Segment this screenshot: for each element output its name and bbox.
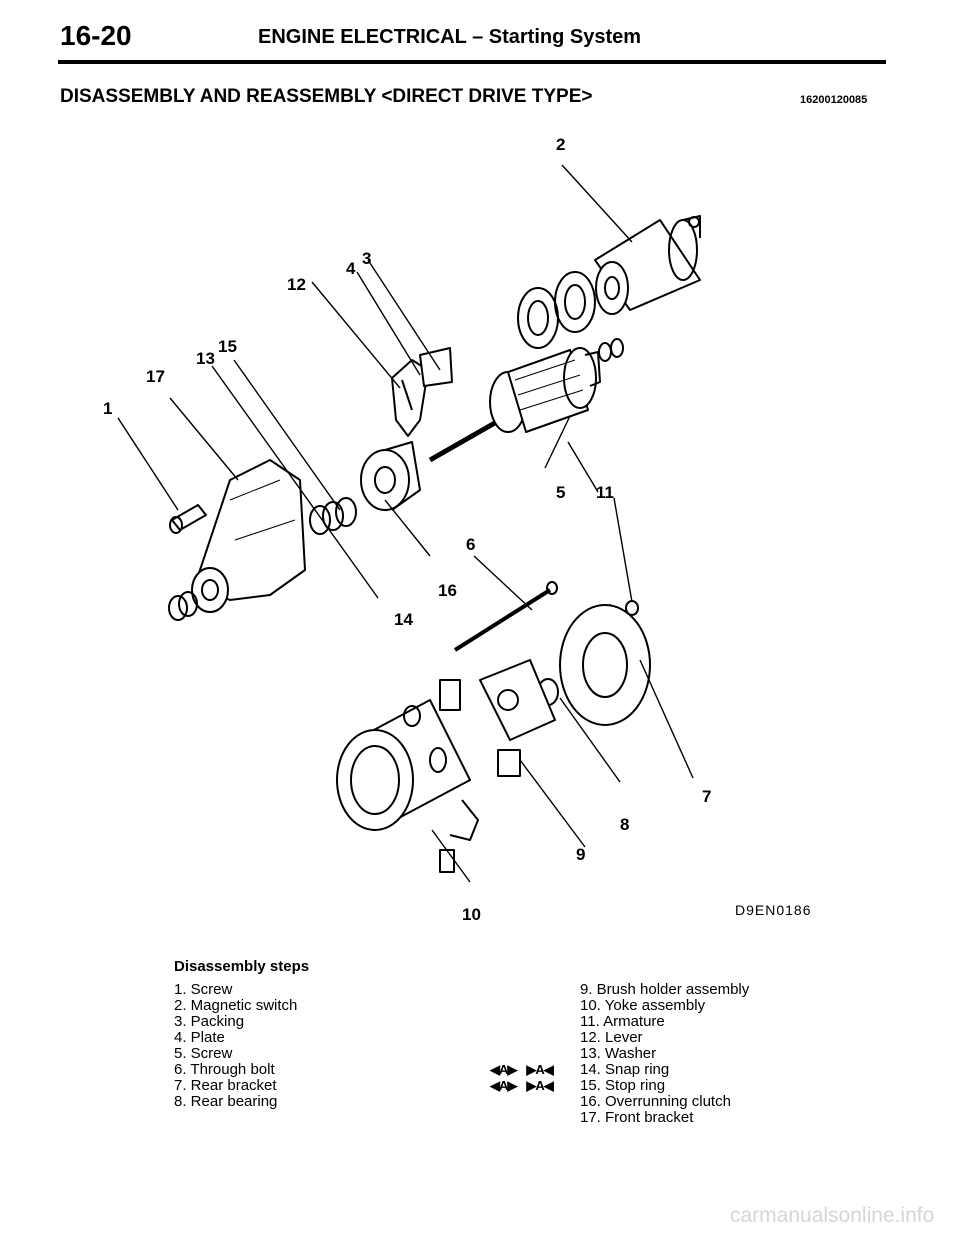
reassembly-mark: ▶A◀ [526,1062,553,1077]
document-code: 16200120085 [800,94,868,106]
step-item: 16. Overrunning clutch [580,1093,731,1110]
disassembly-steps-title: Disassembly steps [174,958,310,975]
page-header-title: ENGINE ELECTRICAL – Starting System [258,26,642,48]
step-item: 5. Screw [174,1045,233,1062]
callout-4: 4 [346,259,356,278]
callout-2: 2 [556,135,565,154]
step-item: 3. Packing [174,1013,245,1030]
exploded-view-diagram: 2 3 4 12 15 13 17 1 5 11 6 16 14 7 8 9 1… [103,135,812,920]
callout-13: 13 [196,349,215,368]
front-bracket-part [191,459,306,613]
callout-11: 11 [596,483,614,502]
step-item: 1. Screw [174,981,233,998]
step-item: 12. Lever [580,1029,643,1046]
reassembly-mark: ◀A▶ [490,1078,517,1093]
section-title: DISASSEMBLY AND REASSEMBLY <DIRECT DRIVE… [60,86,593,107]
callout-3: 3 [362,249,371,268]
callout-14: 14 [394,610,413,629]
step-item: 7. Rear bracket [174,1077,277,1094]
figure-id: D9EN0186 [735,902,812,918]
step-item: 9. Brush holder assembly [580,981,750,998]
magnetic-switch-part [594,215,701,315]
through-bolt-part [453,581,558,652]
header-rule [58,60,886,64]
armature-part [428,347,601,463]
step-item: 15. Stop ring [580,1077,666,1094]
reassembly-mark: ◀A▶ [490,1062,517,1077]
washer-and-ring-part [309,497,357,535]
step-item: 4. Plate [174,1029,225,1046]
step-item: 6. Through bolt [174,1061,275,1078]
callout-12: 12 [287,275,306,294]
steps-right-column: 9. Brush holder assembly 10. Yoke assemb… [580,982,749,1126]
callout-15: 15 [218,337,237,356]
mark-row: ◀A▶ ▶A◀ [490,1078,554,1094]
callout-17: 17 [146,367,165,386]
callout-8: 8 [620,815,629,834]
leader-lines [117,164,694,883]
watermark: carmanualsonline.info [730,1204,935,1227]
steps-left-column: 1. Screw 2. Magnetic switch 3. Packing 4… [174,982,297,1110]
overrunning-clutch-part [360,441,421,511]
step-item: 2. Magnetic switch [174,997,298,1014]
step-item: 10. Yoke assembly [580,997,706,1014]
callout-10: 10 [462,905,481,920]
front-bearing-part [168,591,198,621]
step-item: 8. Rear bearing [174,1093,278,1110]
step-item: 17. Front bracket [580,1109,694,1126]
mark-row: ◀A▶ ▶A◀ [490,1062,554,1078]
step-item: 14. Snap ring [580,1061,670,1078]
lever-part [391,347,453,437]
reassembly-mark: ▶A◀ [526,1078,553,1093]
callout-labels: 2 3 4 12 15 13 17 1 5 11 6 16 14 7 8 9 1… [103,135,711,920]
step-item: 13. Washer [580,1045,657,1062]
plate-and-packing-part [517,271,624,362]
front-screw-part [169,504,207,534]
callout-1: 1 [103,399,112,418]
brush-holder-part [439,659,556,777]
callout-9: 9 [576,845,585,864]
rear-bracket-part [559,604,651,726]
callout-6: 6 [466,535,475,554]
callout-5: 5 [556,483,565,502]
step-item: 11. Armature [580,1013,665,1030]
yoke-assembly-part [336,699,479,873]
callout-7: 7 [702,787,711,806]
page-number: 16-20 [60,20,132,51]
reassembly-marks: ◀A▶ ▶A◀ ◀A▶ ▶A◀ [490,1062,554,1094]
callout-16: 16 [438,581,457,600]
